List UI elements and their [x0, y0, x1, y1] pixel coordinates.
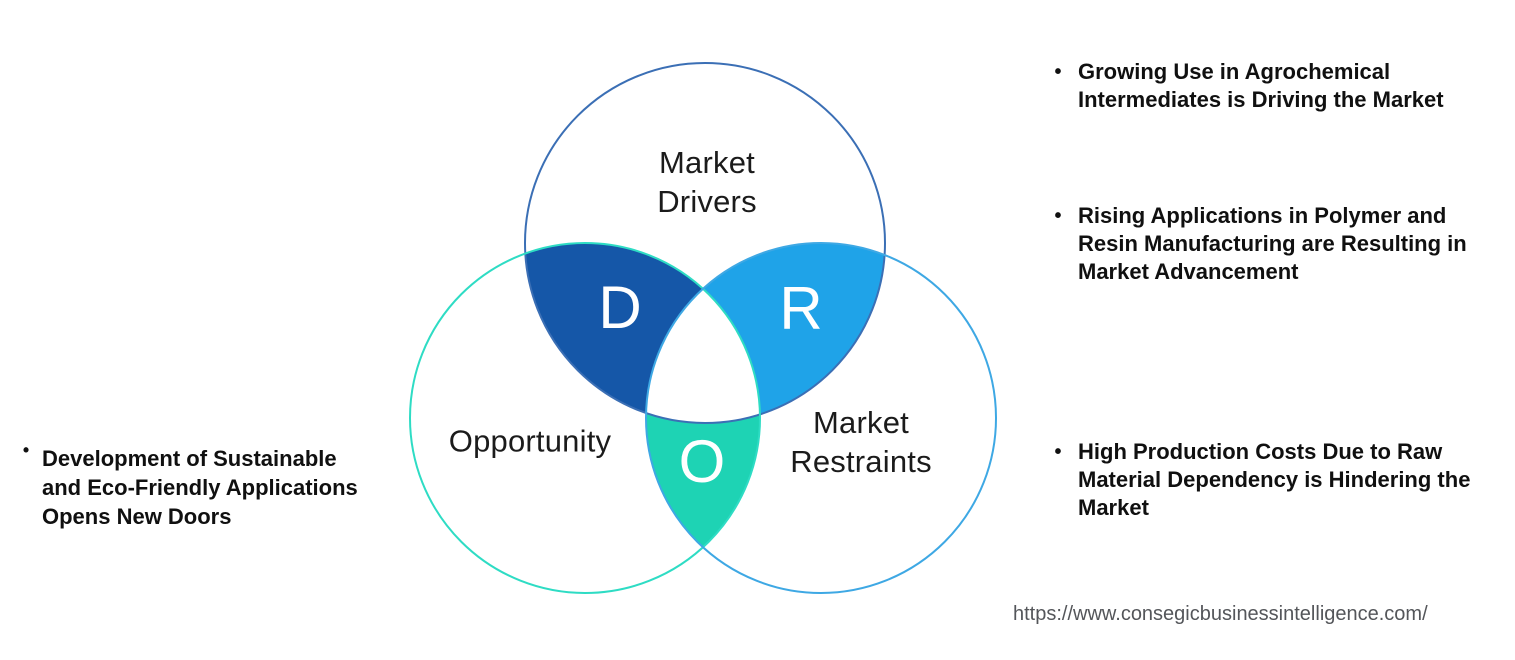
bullet-text: Development of Sustainable and Eco-Frien… — [42, 444, 358, 531]
bullet-line: Intermediates is Driving the Market — [1078, 87, 1444, 112]
bullet-line: and Eco-Friendly Applications — [42, 475, 358, 500]
letter-o: O — [678, 428, 726, 495]
bullet-item-driver-1: • Growing Use in Agrochemical Intermedia… — [1052, 58, 1444, 114]
bullet-marker-icon: • — [1054, 61, 1062, 83]
label-market-drivers: Market Drivers — [657, 143, 757, 221]
bullet-item-opportunity: • Development of Sustainable and Eco-Fri… — [20, 440, 358, 531]
bullet-line: Market Advancement — [1078, 259, 1299, 284]
bullet-text: Growing Use in Agrochemical Intermediate… — [1078, 58, 1444, 114]
bullet-text: Rising Applications in Polymer and Resin… — [1078, 202, 1467, 286]
bullet-text: High Production Costs Due to Raw Materia… — [1078, 438, 1470, 522]
bullet-line: Resin Manufacturing are Resulting in — [1078, 231, 1467, 256]
bullet-marker-icon: • — [1054, 205, 1062, 227]
label-line: Market — [659, 145, 755, 180]
bullet-marker-icon: • — [22, 440, 30, 460]
restraints-circle-outline — [645, 242, 997, 594]
bullet-line: Opens New Doors — [42, 504, 232, 529]
label-opportunity: Opportunity — [448, 423, 612, 459]
drivers-circle-outline — [524, 62, 886, 424]
bullet-line: Material Dependency is Hindering the — [1078, 467, 1471, 492]
bullet-marker-icon: • — [1054, 441, 1062, 463]
label-line: Restraints — [790, 444, 932, 479]
bullet-line: Growing Use in Agrochemical — [1078, 59, 1391, 84]
label-line: Drivers — [657, 184, 757, 219]
region-center-fill — [646, 243, 760, 423]
bullet-item-restraint: • High Production Costs Due to Raw Mater… — [1052, 438, 1470, 522]
bullet-line: Rising Applications in Polymer and — [1078, 203, 1447, 228]
bullet-line: High Production Costs Due to Raw — [1078, 439, 1443, 464]
source-url-link[interactable]: https://www.consegicbusinessintelligence… — [1013, 603, 1428, 625]
label-market-restraints: Market Restraints — [790, 403, 932, 481]
label-line: Market — [813, 405, 909, 440]
bullet-item-driver-2: • Rising Applications in Polymer and Res… — [1052, 202, 1467, 286]
opportunity-circle-outline — [409, 242, 761, 594]
letter-r: R — [779, 275, 823, 342]
bullet-line: Development of Sustainable — [42, 446, 337, 471]
bullet-line: Market — [1078, 495, 1149, 520]
letter-d: D — [598, 274, 642, 341]
